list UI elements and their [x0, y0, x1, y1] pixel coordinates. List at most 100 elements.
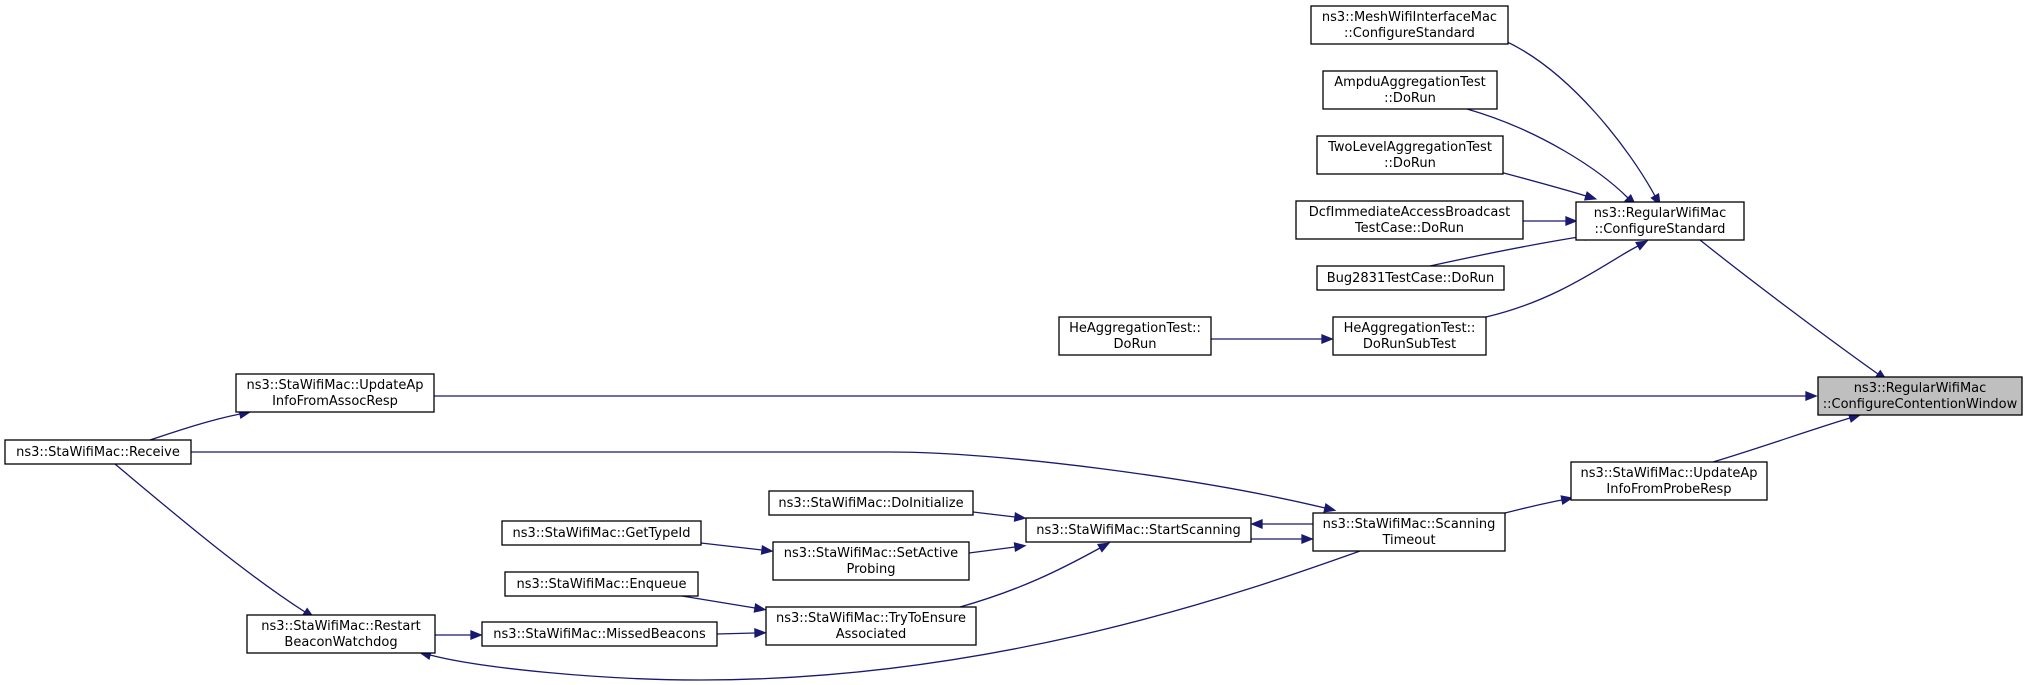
- node-box: [1295, 200, 1524, 240]
- node-meshconfig[interactable]: ns3::MeshWifiInterfaceMac::ConfigureStan…: [1310, 5, 1509, 45]
- edge-line: [429, 550, 1361, 681]
- edges-layer: [114, 39, 1888, 681]
- edge-line: [700, 542, 763, 551]
- edge-line: [716, 632, 756, 635]
- node-label-line: HeAggregationTest::: [1069, 321, 1201, 336]
- node-label-line: ns3::StaWifiMac::Enqueue: [517, 577, 687, 592]
- node-box: [501, 520, 702, 546]
- node-ampdu[interactable]: AmpduAggregationTest::DoRun: [1322, 70, 1498, 110]
- node-proberesp[interactable]: ns3::StaWifiMac::UpdateApInfoFromProbeRe…: [1570, 461, 1768, 501]
- node-box: [1570, 461, 1768, 501]
- node-label-line: BeaconWatchdog: [284, 635, 397, 650]
- node-twolevel[interactable]: TwoLevelAggregationTest::DoRun: [1316, 135, 1504, 175]
- node-label-line: ns3::StaWifiMac::MissedBeacons: [493, 627, 706, 642]
- node-box: [1316, 135, 1504, 175]
- node-label-line: InfoFromAssocResp: [272, 394, 398, 409]
- edge-gettypeid-to-setactive: [700, 542, 774, 555]
- edge-meshconfig-to-configstd: [1502, 39, 1661, 207]
- arrowhead-icon: [753, 603, 767, 613]
- edge-missed-to-tryensure: [716, 628, 767, 638]
- node-box: [481, 621, 718, 647]
- edge-restart-to-missed: [435, 630, 483, 640]
- node-label-line: ::ConfigureStandard: [1595, 222, 1726, 237]
- node-receive[interactable]: ns3::StaWifiMac::Receive: [4, 439, 192, 465]
- edge-scantimeout-to-proberesp: [1504, 495, 1574, 514]
- node-assocresp[interactable]: ns3::StaWifiMac::UpdateApInfoFromAssocRe…: [235, 373, 435, 413]
- node-label-line: Bug2831TestCase::DoRun: [1327, 271, 1495, 286]
- node-configstd[interactable]: ns3::RegularWifiMac::ConfigureStandard: [1575, 201, 1745, 241]
- arrowhead-icon: [1301, 534, 1314, 544]
- edge-receive-to-assocresp: [149, 409, 252, 441]
- node-contention: ns3::RegularWifiMac::ConfigureContention…: [1817, 376, 2023, 416]
- edge-line: [1499, 171, 1587, 197]
- node-label-line: DcfImmediateAccessBroadcast: [1309, 205, 1510, 220]
- edge-hesub-to-configstd: [1485, 240, 1649, 318]
- node-label-line: ::DoRun: [1384, 156, 1436, 171]
- node-label-line: TestCase::DoRun: [1354, 221, 1464, 236]
- node-box: [1310, 5, 1509, 45]
- nodes-layer: ns3::RegularWifiMac::ConfigureContention…: [4, 5, 2023, 654]
- node-label-line: InfoFromProbeResp: [1606, 482, 1731, 497]
- edge-line: [968, 546, 1016, 554]
- edge-herun-to-hesub: [1211, 334, 1334, 344]
- arrowhead-icon: [1321, 334, 1334, 344]
- node-missed[interactable]: ns3::StaWifiMac::MissedBeacons: [481, 621, 718, 647]
- node-label-line: Timeout: [1381, 533, 1435, 548]
- node-box: [1316, 265, 1505, 291]
- node-label-line: ::DoRun: [1384, 91, 1436, 106]
- arrowhead-icon: [1323, 503, 1337, 513]
- node-box: [772, 541, 970, 581]
- node-box: [1025, 517, 1252, 543]
- edge-line: [191, 451, 1326, 509]
- node-hesub[interactable]: HeAggregationTest::DoRunSubTest: [1332, 316, 1487, 356]
- edge-line: [1466, 108, 1629, 199]
- edge-proberesp-to-contention: [1712, 413, 1862, 463]
- node-label-line: ns3::StaWifiMac::StartScanning: [1036, 523, 1241, 538]
- node-box: [4, 439, 192, 465]
- edge-line: [1712, 417, 1851, 463]
- edge-line: [114, 463, 306, 613]
- node-dcf[interactable]: DcfImmediateAccessBroadcastTestCase::DoR…: [1295, 200, 1524, 240]
- edge-startscan-to-scantimeout: [1251, 534, 1314, 544]
- node-doinit[interactable]: ns3::StaWifiMac::DoInitialize: [768, 490, 974, 516]
- node-box: [246, 614, 436, 654]
- node-bug2831[interactable]: Bug2831TestCase::DoRun: [1316, 265, 1505, 291]
- node-box: [1817, 376, 2023, 416]
- edge-line: [1504, 499, 1563, 514]
- edge-line: [1699, 239, 1879, 375]
- edge-line: [1429, 235, 1586, 267]
- node-box: [1322, 70, 1498, 110]
- node-label-line: ns3::StaWifiMac::TryToEnsure: [776, 611, 966, 626]
- arrowhead-icon: [1560, 495, 1574, 505]
- arrowhead-icon: [1013, 511, 1027, 522]
- node-box: [1332, 316, 1487, 356]
- node-box: [504, 571, 699, 597]
- node-gettypeid[interactable]: ns3::StaWifiMac::GetTypeId: [501, 520, 702, 546]
- node-label-line: ns3::MeshWifiInterfaceMac: [1322, 10, 1497, 25]
- node-label-line: Associated: [836, 627, 906, 642]
- node-label-line: ns3::StaWifiMac::Restart: [261, 619, 421, 634]
- edge-enqueue-to-tryensure: [681, 595, 767, 613]
- node-label-line: AmpduAggregationTest: [1334, 75, 1485, 90]
- node-label-line: HeAggregationTest::: [1344, 321, 1476, 336]
- node-label-line: ns3::StaWifiMac::UpdateAp: [246, 378, 423, 393]
- node-label-line: DoRun: [1114, 337, 1157, 352]
- arrowhead-icon: [1565, 216, 1578, 226]
- node-herun[interactable]: HeAggregationTest::DoRun: [1058, 316, 1212, 356]
- arrowhead-icon: [470, 630, 483, 640]
- node-label-line: Probing: [847, 562, 896, 577]
- node-enqueue[interactable]: ns3::StaWifiMac::Enqueue: [504, 571, 699, 597]
- node-box: [1058, 316, 1212, 356]
- edge-scantimeout-to-startscan: [1250, 519, 1313, 529]
- node-label-line: ::ConfigureStandard: [1344, 26, 1475, 41]
- node-box: [235, 373, 435, 413]
- edge-receive-to-scantimeout: [191, 451, 1337, 513]
- node-startscan[interactable]: ns3::StaWifiMac::StartScanning: [1025, 517, 1252, 543]
- edge-setactive-to-startscan: [968, 542, 1027, 554]
- edge-tryensure-to-startscan: [959, 542, 1111, 608]
- arrowhead-icon: [760, 544, 774, 555]
